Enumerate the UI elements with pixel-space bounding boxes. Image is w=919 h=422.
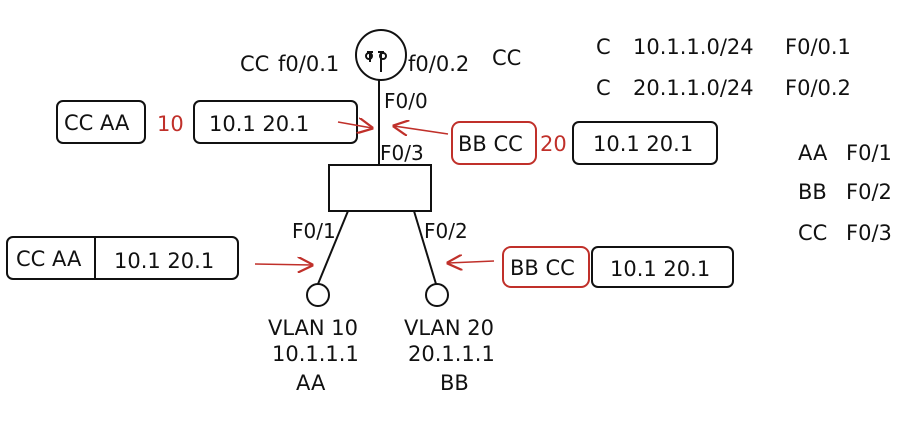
route-code: C bbox=[596, 35, 611, 59]
frame-payload-text: 10.1 20.1 bbox=[593, 132, 693, 156]
route-network: 10.1.1.0/24 bbox=[633, 35, 754, 59]
host-bb-vlan: VLAN 20 bbox=[404, 316, 494, 340]
frame-header-text: CC AA bbox=[16, 247, 82, 271]
frame-lower-right: BB CC 10.1 20.1 bbox=[502, 246, 734, 288]
trunk-port-top: F0/0 bbox=[384, 89, 428, 113]
switch-icon bbox=[328, 164, 432, 212]
frame-header-text: BB CC bbox=[510, 256, 575, 280]
host-bb-name: BB bbox=[440, 371, 469, 395]
router-subif1-label: f0/0.1 bbox=[278, 52, 339, 76]
router-subif2-label: f0/0.2 bbox=[408, 52, 469, 76]
mac-port: F0/3 bbox=[846, 221, 892, 245]
frame-upper-left: CC AA 10 10.1 20.1 bbox=[56, 100, 358, 144]
access-link-left bbox=[317, 210, 349, 285]
frame-header-box bbox=[56, 100, 146, 144]
host-bb-icon bbox=[425, 283, 449, 307]
subif2-dot bbox=[379, 52, 387, 60]
frame-header-text: BB CC bbox=[458, 132, 523, 156]
subif1-dot bbox=[365, 52, 373, 60]
subinterface-marks bbox=[367, 51, 384, 72]
vlan-tag-20: 20 bbox=[540, 132, 567, 156]
frame-header-text: CC AA bbox=[64, 111, 130, 135]
arrow-upper-left bbox=[337, 122, 372, 128]
route-iface: F0/0.2 bbox=[785, 76, 851, 100]
router-left-label: CC bbox=[240, 52, 269, 76]
frame-payload-box bbox=[572, 121, 718, 165]
mac-table: AA F0/1 BB F0/2 CC F0/3 bbox=[798, 141, 892, 245]
frame-payload-text: 10.1 20.1 bbox=[610, 257, 710, 281]
route-network: 20.1.1.0/24 bbox=[633, 76, 754, 100]
router: CC f0/0.1 f0/0.2 CC bbox=[240, 29, 521, 81]
frame-lower-left: CC AA 10.1 20.1 bbox=[6, 236, 239, 280]
switch-port-left: F0/1 bbox=[292, 219, 336, 243]
frame-header-box bbox=[451, 121, 537, 165]
host-aa-vlan: VLAN 10 bbox=[268, 316, 358, 340]
router-right-label: CC bbox=[492, 46, 521, 70]
frame-upper-right: BB CC 20 10.1 20.1 bbox=[451, 121, 718, 165]
mac-port: F0/2 bbox=[846, 180, 892, 204]
router-icon bbox=[355, 29, 407, 81]
arrow-lower-left bbox=[254, 264, 312, 265]
vlan-tag-10: 10 bbox=[157, 112, 184, 136]
host-aa-icon bbox=[306, 283, 330, 307]
frame-header-box bbox=[502, 246, 590, 288]
arrow-lower-right bbox=[448, 261, 495, 263]
frame-payload-text: 10.1 20.1 bbox=[209, 112, 309, 136]
frame-payload-box bbox=[591, 246, 734, 288]
route-iface: F0/0.1 bbox=[785, 35, 851, 59]
host-aa-ip: 10.1.1.1 bbox=[272, 342, 359, 366]
host-bb-ip: 20.1.1.1 bbox=[408, 342, 495, 366]
arrow-upper-right bbox=[394, 126, 449, 134]
routing-table: C 10.1.1.0/24 F0/0.1 C 20.1.1.0/24 F0/0.… bbox=[596, 35, 851, 100]
frame-box bbox=[6, 236, 239, 280]
mac-entry: AA bbox=[798, 141, 828, 165]
mac-entry: CC bbox=[798, 221, 827, 245]
host-aa-name: AA bbox=[296, 371, 326, 395]
mac-entry: BB bbox=[798, 180, 827, 204]
mac-port: F0/1 bbox=[846, 141, 892, 165]
trunk-port-bottom: F0/3 bbox=[380, 141, 424, 165]
switch-port-right: F0/2 bbox=[424, 219, 468, 243]
frame-payload-text: 10.1 20.1 bbox=[114, 249, 214, 273]
access-link-right bbox=[413, 210, 437, 285]
route-code: C bbox=[596, 76, 611, 100]
